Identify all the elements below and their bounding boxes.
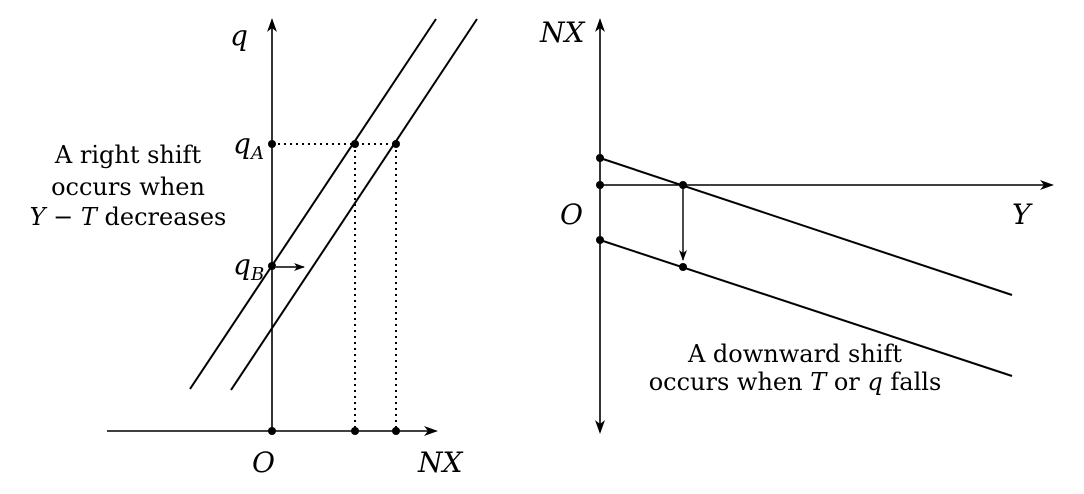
right-note-line1: A downward shift (687, 340, 902, 368)
right-y-axis-label: NX (539, 16, 586, 49)
right-shifted-point-dot (679, 263, 687, 271)
nx-dot-1 (351, 427, 359, 435)
nx-dot-2 (392, 427, 400, 435)
left-note-line1: A right shift (54, 141, 202, 169)
right-intercept-dot-shifted (596, 236, 604, 244)
right-curve-original (599, 157, 1013, 296)
left-origin-dot (268, 427, 276, 435)
qB-dot (268, 262, 276, 270)
right-curve-shifted (599, 239, 1013, 377)
left-origin-label: O (252, 446, 275, 479)
right-intercept-dot-original (596, 154, 604, 162)
right-note-line2: occurs when T or q falls (649, 368, 942, 396)
qA-dot (268, 140, 276, 148)
qA-label: qA (233, 127, 264, 164)
left-y-axis-label: q (230, 19, 248, 52)
right-origin-dot (596, 181, 604, 189)
intersection-dot-1 (351, 140, 359, 148)
left-note-line2: occurs when (51, 173, 205, 201)
left-panel: q NX O qA qB A right shift occurs when Y… (30, 18, 478, 479)
right-x-axis-label: Y (1012, 198, 1033, 231)
right-origin-label: O (560, 198, 583, 231)
right-x-crossing-dot (679, 181, 687, 189)
left-curve-original (189, 18, 437, 390)
right-panel: NX Y O A downward shift occurs when T or… (539, 16, 1054, 434)
left-note-line3: Y − T decreases (30, 203, 227, 231)
intersection-dot-2 (392, 140, 400, 148)
qB-label: qB (233, 248, 264, 285)
left-x-axis-label: NX (417, 446, 464, 479)
